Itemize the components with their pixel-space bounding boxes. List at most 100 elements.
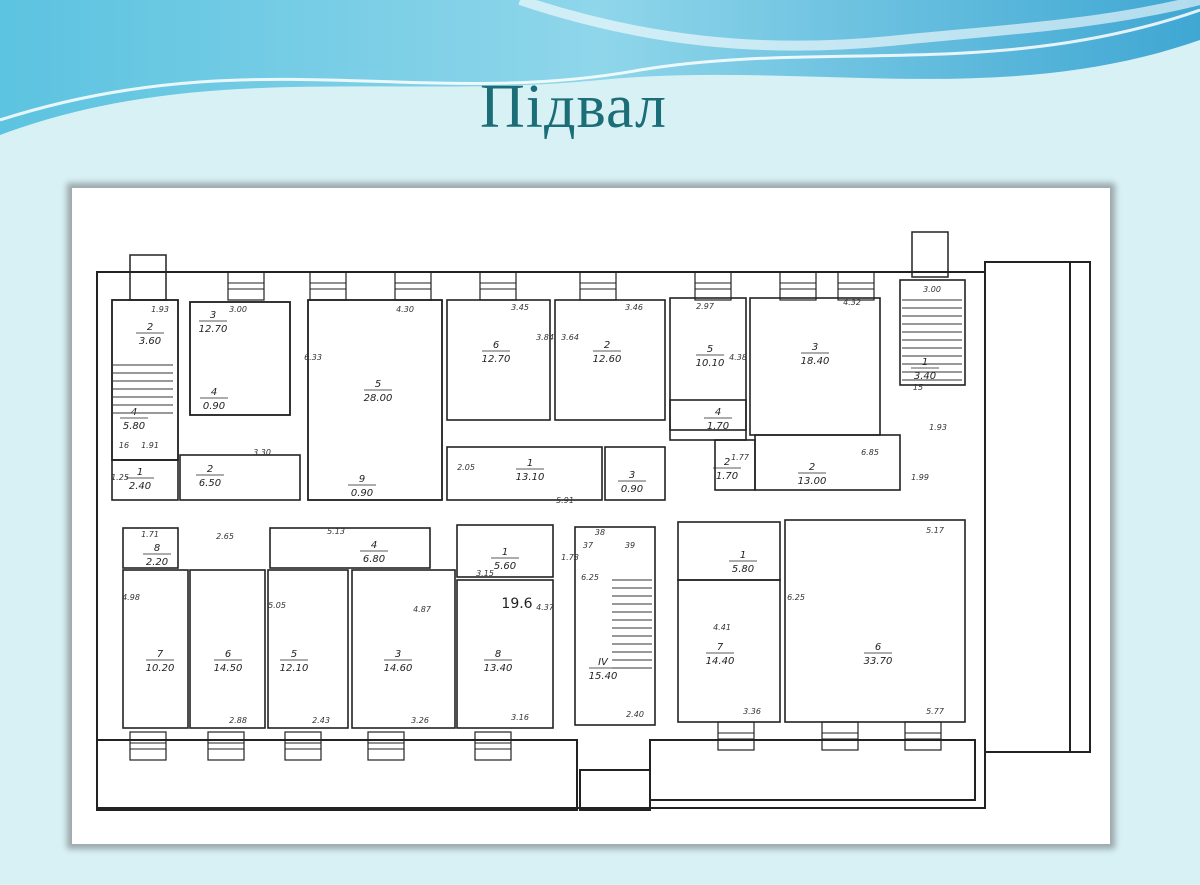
window <box>579 271 617 301</box>
window <box>837 271 875 301</box>
room-area: 12.70 <box>199 324 228 335</box>
room-outline <box>784 519 966 723</box>
room-number: 2 <box>147 322 153 333</box>
dimension-label: 3.15 <box>476 569 494 578</box>
room: 82.20 <box>122 527 179 569</box>
room: 512.10 <box>267 569 349 729</box>
room-number: 3 <box>629 470 635 481</box>
dimension-label: 3.26 <box>411 716 429 725</box>
room-outline <box>604 446 666 501</box>
room-area: 3.40 <box>914 371 936 382</box>
room-area: 6.80 <box>363 554 385 565</box>
room-area: 18.40 <box>801 356 830 367</box>
dimension-label: 1.93 <box>929 423 947 432</box>
dimension-label: 1.71 <box>141 530 159 539</box>
room-area: 13.10 <box>516 472 545 483</box>
room-outline <box>456 524 554 578</box>
window <box>479 271 517 301</box>
room: 41.70 <box>669 399 747 441</box>
room-outline <box>179 454 301 501</box>
dimension-label: 6.25 <box>581 573 599 582</box>
dimension-label: 1.99 <box>911 473 929 482</box>
room-outline <box>446 446 603 501</box>
dimension-label: 6.85 <box>861 448 879 457</box>
staircase <box>113 364 173 414</box>
room-outline <box>554 299 666 421</box>
room-area: 0.90 <box>203 401 225 412</box>
room-outline <box>677 521 781 581</box>
room: 30.90 <box>604 446 666 501</box>
room-number: 1 <box>502 547 508 558</box>
room-number: 2 <box>207 464 213 475</box>
dimension-label: 4.32 <box>843 298 861 307</box>
room-area: 10.10 <box>696 358 725 369</box>
dimension-label: 1.25 <box>111 473 129 482</box>
room-area: 14.50 <box>214 663 243 674</box>
room-outline <box>754 434 901 491</box>
basement-floor-plan: 23.6045.80312.7040.9012.4026.50528.0090.… <box>96 231 1091 811</box>
dimension-label: 5.13 <box>327 527 345 536</box>
room-number: 3 <box>812 342 818 353</box>
dimension-label: 37 <box>583 541 594 550</box>
room-outline <box>111 299 179 461</box>
dimension-label: 2.40 <box>626 710 644 719</box>
dimension-label: 1.91 <box>141 441 159 450</box>
room-outline <box>669 399 747 441</box>
dimension-label: 2.88 <box>229 716 247 725</box>
wall <box>579 769 651 811</box>
room-area: 6.50 <box>199 478 221 489</box>
slide-title: Підвал <box>479 73 667 141</box>
dimension-label: 4.37 <box>536 603 555 612</box>
window <box>309 271 347 301</box>
room-number: IV <box>598 657 609 668</box>
dimension-label: 6.25 <box>787 593 805 602</box>
room: 46.80 <box>269 527 431 569</box>
room-number: 2 <box>809 462 815 473</box>
room-area: 1.70 <box>716 471 738 482</box>
dimension-label: 2.65 <box>216 532 234 541</box>
room-outline <box>446 299 551 421</box>
staircase <box>902 299 962 381</box>
room-area: 5.60 <box>494 561 516 572</box>
room-number: 8 <box>495 649 501 660</box>
room-area: 12.60 <box>593 354 622 365</box>
room-number: 1 <box>527 458 533 469</box>
room-area: 3.60 <box>139 336 161 347</box>
room-outline <box>714 439 756 491</box>
window <box>694 271 732 301</box>
room-area: 5.80 <box>732 564 754 575</box>
room: 23.60 <box>111 299 179 461</box>
room-number: 9 <box>359 474 365 485</box>
window <box>717 721 755 751</box>
room-outline <box>267 569 349 729</box>
room-area: 2.20 <box>146 557 168 568</box>
staircase <box>612 579 652 669</box>
stair-shaft <box>911 231 949 278</box>
window <box>284 731 322 761</box>
dimension-label: 3.46 <box>625 303 643 312</box>
window <box>129 731 167 761</box>
room-number: 5 <box>291 649 297 660</box>
room: 510.10 <box>669 297 747 431</box>
room-area: 15.40 <box>589 671 618 682</box>
window <box>779 271 817 301</box>
dimension-label: 3.00 <box>229 305 247 314</box>
room: 710.20 <box>122 569 189 729</box>
dimension-label: 4.30 <box>396 305 414 314</box>
room-area: 14.40 <box>706 656 735 667</box>
room: 612.70 <box>446 299 551 421</box>
room-area: 2.40 <box>129 481 151 492</box>
room-number: 1 <box>137 467 143 478</box>
room-area: 13.40 <box>484 663 513 674</box>
room-outline <box>122 527 179 569</box>
room: 314.60 <box>351 569 456 729</box>
dimension-label: 3.36 <box>743 707 761 716</box>
dimension-label: 4.41 <box>713 623 731 632</box>
window <box>394 271 432 301</box>
room-outline <box>307 299 443 501</box>
dimension-label: 5.77 <box>926 707 945 716</box>
room: 12.40 <box>111 459 179 501</box>
dimension-label: 38 <box>595 528 605 537</box>
room-number: 5 <box>707 344 713 355</box>
room: 21.70 <box>713 439 756 491</box>
